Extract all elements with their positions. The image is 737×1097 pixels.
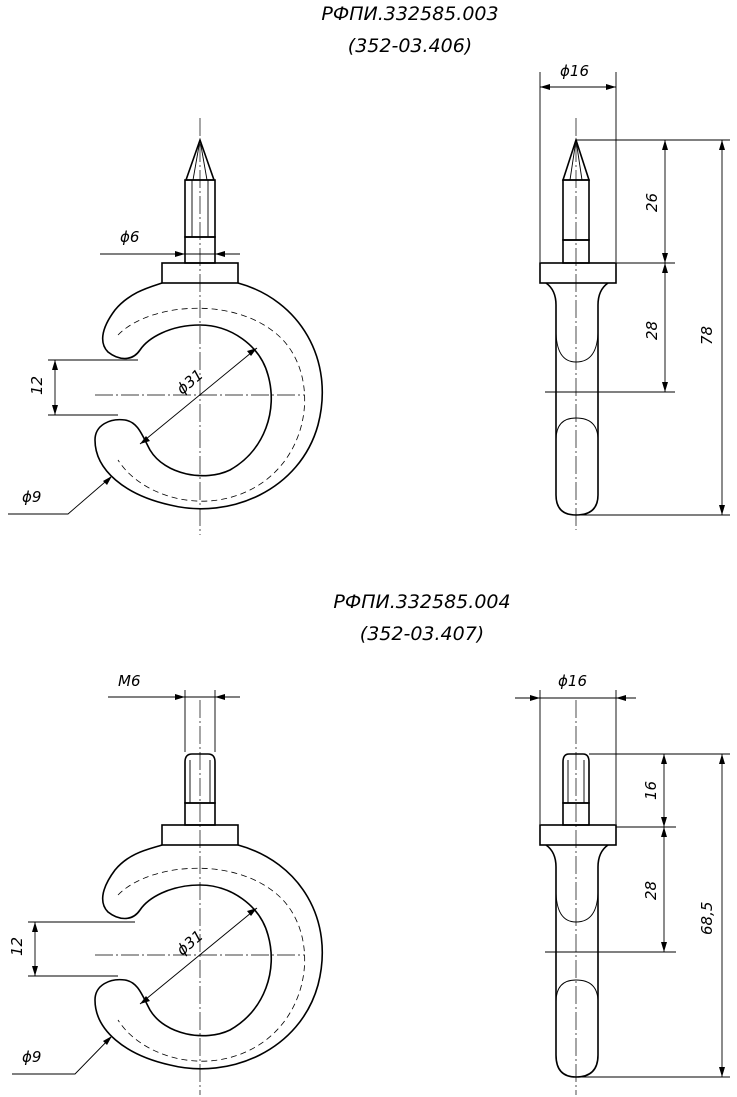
part1-side-view [539, 118, 617, 530]
part2-side-view [539, 700, 617, 1095]
part2-tip-len: 16 [642, 781, 660, 800]
part1-gap: 12 [28, 376, 46, 395]
part1-body-len: 28 [643, 321, 661, 340]
part1-width: ϕ16 [560, 62, 589, 80]
part1-tip-len: 26 [643, 193, 661, 212]
part1-front-view [94, 118, 323, 535]
part2-total-len: 68,5 [698, 902, 716, 935]
part2-code: РФПИ.332585.004 [333, 591, 510, 613]
part1-front-dims: ϕ6 12 ϕ31 ϕ9 [8, 228, 258, 515]
part1-code: РФПИ.332585.003 [321, 3, 498, 25]
part2-front-dims: M6 12 ϕ31 ϕ9 [8, 672, 258, 1075]
part2-ring-dia: ϕ31 [173, 927, 207, 959]
part2-wire-dia: ϕ9 [22, 1048, 41, 1066]
part1-wire-dia: ϕ9 [22, 488, 41, 506]
part2-front-view [94, 700, 323, 1095]
part1-stem-dia: ϕ6 [120, 228, 139, 246]
part2-side-dims: ϕ16 16 28 68,5 [515, 672, 730, 1078]
part1-side-dims: ϕ16 26 28 78 [539, 62, 730, 516]
part2-body-len: 28 [642, 881, 660, 900]
part1-sub: (352-03.406) [348, 35, 472, 57]
part2-sub: (352-03.407) [360, 623, 484, 645]
part2-gap: 12 [8, 937, 26, 956]
part1-total-len: 78 [698, 326, 716, 345]
part2-thread: M6 [118, 672, 141, 690]
part2-width: ϕ16 [558, 672, 587, 690]
